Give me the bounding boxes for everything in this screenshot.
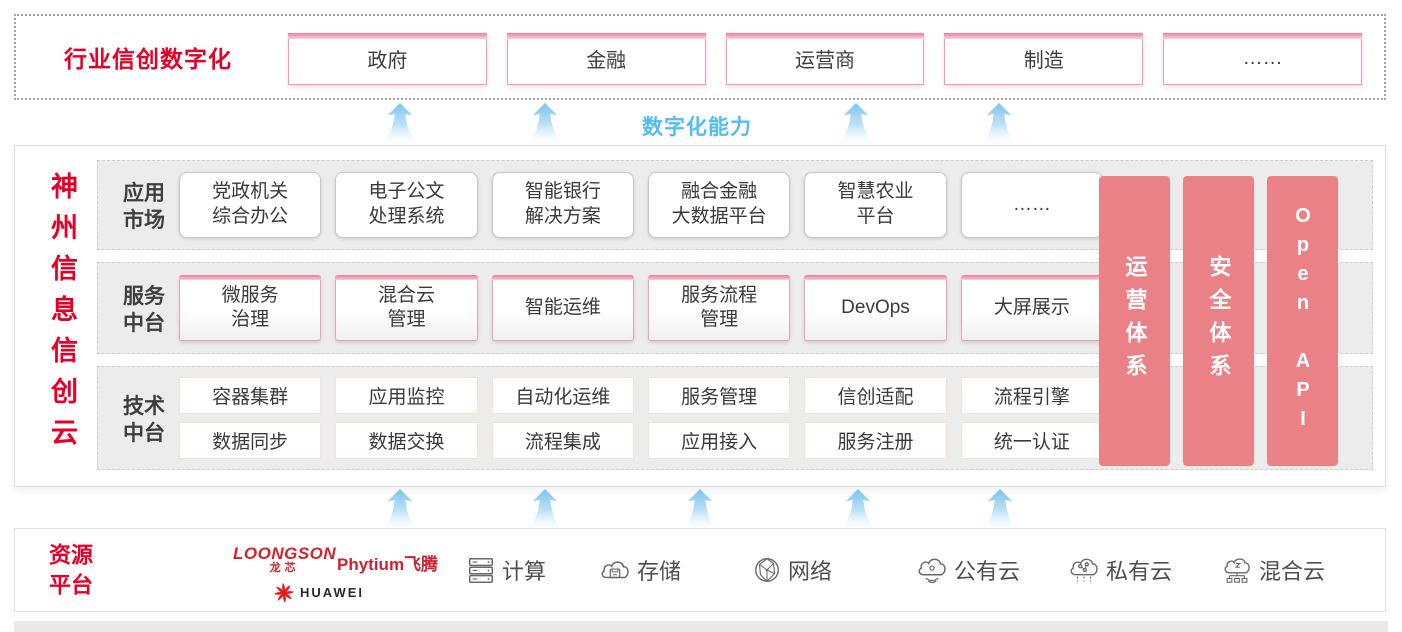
svc-box-microservice: 微服务 治理	[179, 275, 322, 341]
svc-box-intelligent-ops: 智能运维	[491, 275, 635, 341]
tech-boxes-row2: 数据同步 数据交换 流程集成 应用接入 服务注册 统一认证	[179, 422, 1103, 459]
svc-box-hybrid-cloud-mgmt: 混合云 管理	[335, 275, 478, 341]
huawei-logo-text: HUAWEI	[300, 584, 364, 600]
service-middle-boxes: 微服务 治理 混合云 管理 智能运维 服务流程 管理 DevOps 大屏展示	[179, 275, 1104, 341]
service-middle-label: 服务 中台	[123, 285, 165, 336]
bottom-divider-bar	[14, 621, 1388, 632]
vendor-logos: LOONGSON 龙芯 Phytium飞腾	[205, 535, 495, 607]
tech-box-data-sync: 数据同步	[179, 422, 322, 459]
resource-item-label: 网络	[788, 559, 833, 584]
huawei-logo: HUAWEI	[273, 581, 364, 603]
cloud-platform-panel: 神州信息信创云 应用 市场 服务 中台 技术 中台 党政机关 综合办公 电子公文…	[14, 145, 1386, 487]
industry-box-more: ……	[1163, 33, 1362, 85]
tech-box-container-cluster: 容器集群	[179, 377, 322, 414]
app-box-party-office: 党政机关 综合办公	[179, 172, 322, 238]
tech-box-service-registry: 服务注册	[804, 422, 947, 459]
tech-box-process-engine: 流程引擎	[960, 377, 1103, 414]
app-box-smart-banking: 智能银行 解决方案	[491, 172, 634, 238]
svc-box-devops: DevOps	[804, 275, 947, 341]
app-box-edoc-system: 电子公文 处理系统	[335, 172, 478, 238]
up-arrow-icon	[383, 489, 417, 529]
capability-label: 数字化能力	[642, 116, 752, 139]
resource-item-storage: 存储	[599, 554, 681, 586]
tech-middle-label: 技术 中台	[123, 395, 165, 446]
side-bar-security: 安全体系	[1183, 176, 1254, 466]
phytium-logo: Phytium飞腾	[337, 550, 438, 575]
resource-item-label: 混合云	[1259, 559, 1326, 584]
private-cloud-icon	[1068, 555, 1100, 585]
resource-item-label: 私有云	[1106, 559, 1173, 584]
tech-box-automated-ops: 自动化运维	[491, 377, 634, 414]
up-arrow-icon	[528, 103, 562, 143]
resource-item-compute: 计算	[466, 554, 546, 586]
loongson-logo-text: LOONGSON	[233, 544, 337, 563]
side-bar-open-api: Open API	[1267, 176, 1338, 466]
hybrid-cloud-icon	[1221, 555, 1253, 585]
tech-box-unified-auth: 统一认证	[960, 422, 1103, 459]
phytium-logo-text: Phytium飞腾	[337, 555, 439, 574]
industry-box-row: 政府 金融 运营商 制造 ……	[288, 33, 1362, 85]
tech-box-app-access: 应用接入	[647, 422, 791, 459]
svc-box-service-process: 服务流程 管理	[647, 275, 791, 341]
app-market-label: 应用 市场	[123, 182, 165, 233]
industry-box-manufacturing: 制造	[944, 33, 1144, 85]
resource-platform-panel: 资源 平台 LOONGSON 龙芯 Phytium飞腾	[14, 528, 1386, 612]
up-arrow-icon	[528, 489, 562, 529]
network-globe-icon	[752, 555, 782, 585]
svc-box-big-screen: 大屏展示	[960, 275, 1104, 341]
up-arrow-icon	[839, 103, 873, 143]
loongson-logo-cn: 龙芯	[269, 562, 300, 574]
app-market-boxes: 党政机关 综合办公 电子公文 处理系统 智能银行 解决方案 融合金融 大数据平台…	[179, 172, 1103, 238]
tech-box-app-monitoring: 应用监控	[335, 377, 478, 414]
public-cloud-icon	[916, 555, 948, 585]
platform-vertical-title: 神州信息信创云	[47, 172, 77, 459]
industry-box-operator: 运营商	[725, 33, 925, 85]
industry-box-government: 政府	[288, 33, 487, 85]
huawei-flower-icon	[273, 581, 295, 603]
resource-item-label: 计算	[502, 559, 547, 584]
loongson-logo: LOONGSON 龙芯	[233, 545, 336, 574]
tech-box-xinchuang-adapt: 信创适配	[804, 377, 947, 414]
app-box-more: ……	[960, 172, 1103, 238]
up-arrow-icon	[683, 489, 717, 529]
resource-item-public-cloud: 公有云	[916, 554, 1020, 586]
storage-cloud-icon	[599, 555, 631, 585]
up-arrow-icon	[982, 103, 1016, 143]
resource-item-label: 公有云	[954, 559, 1021, 584]
resource-item-hybrid-cloud: 混合云	[1221, 554, 1325, 586]
industry-banner: 行业信创数字化 政府 金融 运营商 制造 ……	[14, 14, 1386, 100]
tech-box-process-integration: 流程集成	[491, 422, 634, 459]
compute-server-icon	[466, 555, 496, 585]
industry-banner-title: 行业信创数字化	[64, 46, 232, 72]
up-arrow-icon	[383, 103, 417, 143]
app-box-finance-bigdata: 融合金融 大数据平台	[647, 172, 791, 238]
tech-box-data-exchange: 数据交换	[335, 422, 478, 459]
tech-box-service-mgmt: 服务管理	[647, 377, 791, 414]
resource-item-private-cloud: 私有云	[1068, 554, 1172, 586]
up-arrow-icon	[983, 489, 1017, 529]
tech-boxes-row1: 容器集群 应用监控 自动化运维 服务管理 信创适配 流程引擎	[179, 377, 1103, 414]
resource-platform-label: 资源 平台	[49, 542, 94, 597]
side-bar-operations: 运营体系	[1099, 176, 1170, 466]
app-box-smart-agriculture: 智慧农业 平台	[804, 172, 947, 238]
resource-item-network: 网络	[752, 554, 832, 586]
up-arrow-icon	[841, 489, 875, 529]
industry-box-finance: 金融	[506, 33, 706, 85]
resource-item-label: 存储	[637, 559, 682, 584]
